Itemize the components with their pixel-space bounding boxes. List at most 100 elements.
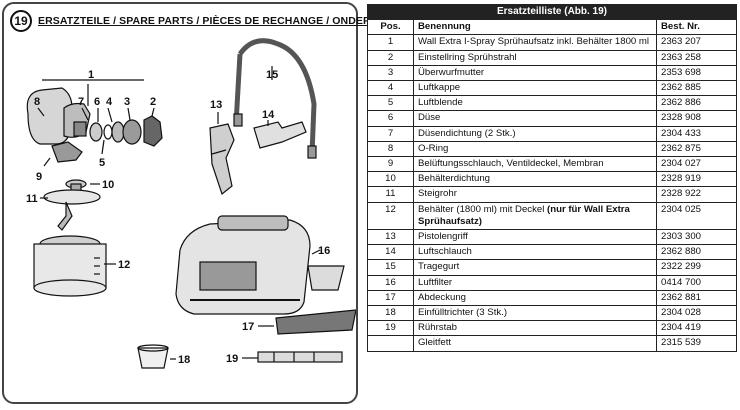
row-name-cell: Luftkappe [413,80,657,97]
row-name-cell: Steigrohr [413,186,657,203]
row-order-number: 2328 919 [655,171,738,188]
row-name: Tragegurt [418,261,460,273]
figure-number-badge: 19 [10,10,32,32]
row-order-number: 2362 875 [655,140,738,158]
parts-list-table: Ersatzteilliste (Abb. 19) Pos. Benennung… [367,3,738,352]
row-name-cell: Luftfilter [413,274,657,291]
callout-18: 18 [178,354,190,366]
row-position: 1 [367,34,414,51]
row-order-number: 2362 886 [655,95,738,112]
row-name: Luftkappe [418,82,461,94]
header-order-number: Best. Nr. [655,19,738,36]
callout-4: 4 [106,96,113,108]
row-name-cell: Tragegurt [413,259,657,276]
air-filter-illustration [307,265,345,291]
row-position: 13 [367,229,414,246]
row-position [367,335,414,352]
row-order-number: 2304 025 [655,201,738,231]
callout-15: 15 [266,69,278,81]
row-name-cell: Luftblende [413,95,657,112]
row-name-cell: Abdeckung [413,289,657,307]
row-position: 16 [367,274,414,291]
callout-9: 9 [36,171,42,183]
parts-table: Ersatzteilliste (Abb. 19) Pos. Benennung… [367,3,738,352]
row-name: Einfülltrichter (3 Stk.) [418,307,508,319]
row-name: Behälter (1800 ml) mit Deckel [418,203,545,215]
row-name-cell: Gleitfett [413,335,657,352]
callout-labels: 1 2 3 4 5 6 7 8 9 10 11 12 13 14 15 16 1… [26,69,330,366]
table-row: 15 Tragegurt 2322 299 [367,259,738,276]
parts-drawing: 1 2 3 4 5 6 7 8 9 10 11 12 13 14 15 16 1… [26,38,356,369]
row-name-cell: Überwurfmutter [413,64,657,82]
row-name-cell: Einfülltrichter (3 Stk.) [413,305,657,322]
callout-14: 14 [262,109,275,121]
row-position: 7 [367,125,414,142]
row-name-cell: O-Ring [413,140,657,158]
row-position: 2 [367,49,414,66]
row-name: Luftschlauch [418,246,472,258]
row-name-cell: Belüftungsschlauch, Ventildeckel, Membra… [413,156,657,173]
row-order-number: 2363 258 [655,49,738,66]
row-position: 12 [367,201,414,231]
row-order-number: 2362 880 [655,244,738,261]
row-name-cell: Luftschlauch [413,244,657,261]
row-order-number: 2322 299 [655,259,738,276]
row-position: 5 [367,95,414,112]
riser-tube-illustration [43,179,101,231]
table-row: 10 Behälterdichtung 2328 919 [367,171,738,188]
callout-16: 16 [318,245,330,257]
callout-7: 7 [78,96,84,108]
row-name-cell: Behälterdichtung [413,171,657,188]
row-name: Behälterdichtung [418,173,491,185]
cover-illustration [275,309,356,335]
row-order-number: 2315 539 [655,335,738,352]
row-order-number: 2304 027 [655,156,738,173]
callout-17: 17 [242,321,254,333]
row-name-cell: Einstellring Sprühstrahl [413,49,657,66]
container-illustration [33,235,107,297]
stirring-stick-illustration [257,351,343,363]
row-order-number: 2353 698 [655,64,738,82]
row-name-cell: Wall Extra I-Spray Sprühaufsatz inkl. Be… [413,34,657,51]
callout-3: 3 [124,96,130,108]
exploded-drawing-panel: 19 ERSATZTEILE / SPARE PARTS / PIÈCES DE… [2,2,407,404]
callout-5: 5 [99,157,105,169]
row-order-number: 0414 700 [655,274,738,291]
header-name: Benennung [413,19,657,36]
callout-19: 19 [226,353,238,365]
callout-10: 10 [102,179,114,191]
row-name: Luftfilter [418,276,453,288]
row-name: Pistolengriff [418,231,468,243]
row-order-number: 2362 881 [655,289,738,307]
row-position: 15 [367,259,414,276]
row-name: Steigrohr [418,188,457,200]
carrying-strap-illustration [233,38,317,159]
table-caption: Ersatzteilliste (Abb. 19) [367,3,737,21]
row-name: Überwurfmutter [418,66,485,78]
row-name-cell: Rührstab [413,320,657,337]
row-name-cell: Behälter (1800 ml) mit Deckel (nur für W… [413,201,657,231]
row-position: 19 [367,320,414,337]
row-position: 8 [367,140,414,158]
row-name-cell: Pistolengriff [413,229,657,246]
row-name: Rührstab [418,322,457,334]
row-position: 10 [367,171,414,188]
row-note: (nur für Wall Extra Sprühaufsatz) [418,203,630,227]
row-name-cell: Düsendichtung (2 Stk.) [413,125,657,142]
row-name: Düse [418,112,441,124]
table-row: 16 Luftfilter 0414 700 [367,274,738,291]
